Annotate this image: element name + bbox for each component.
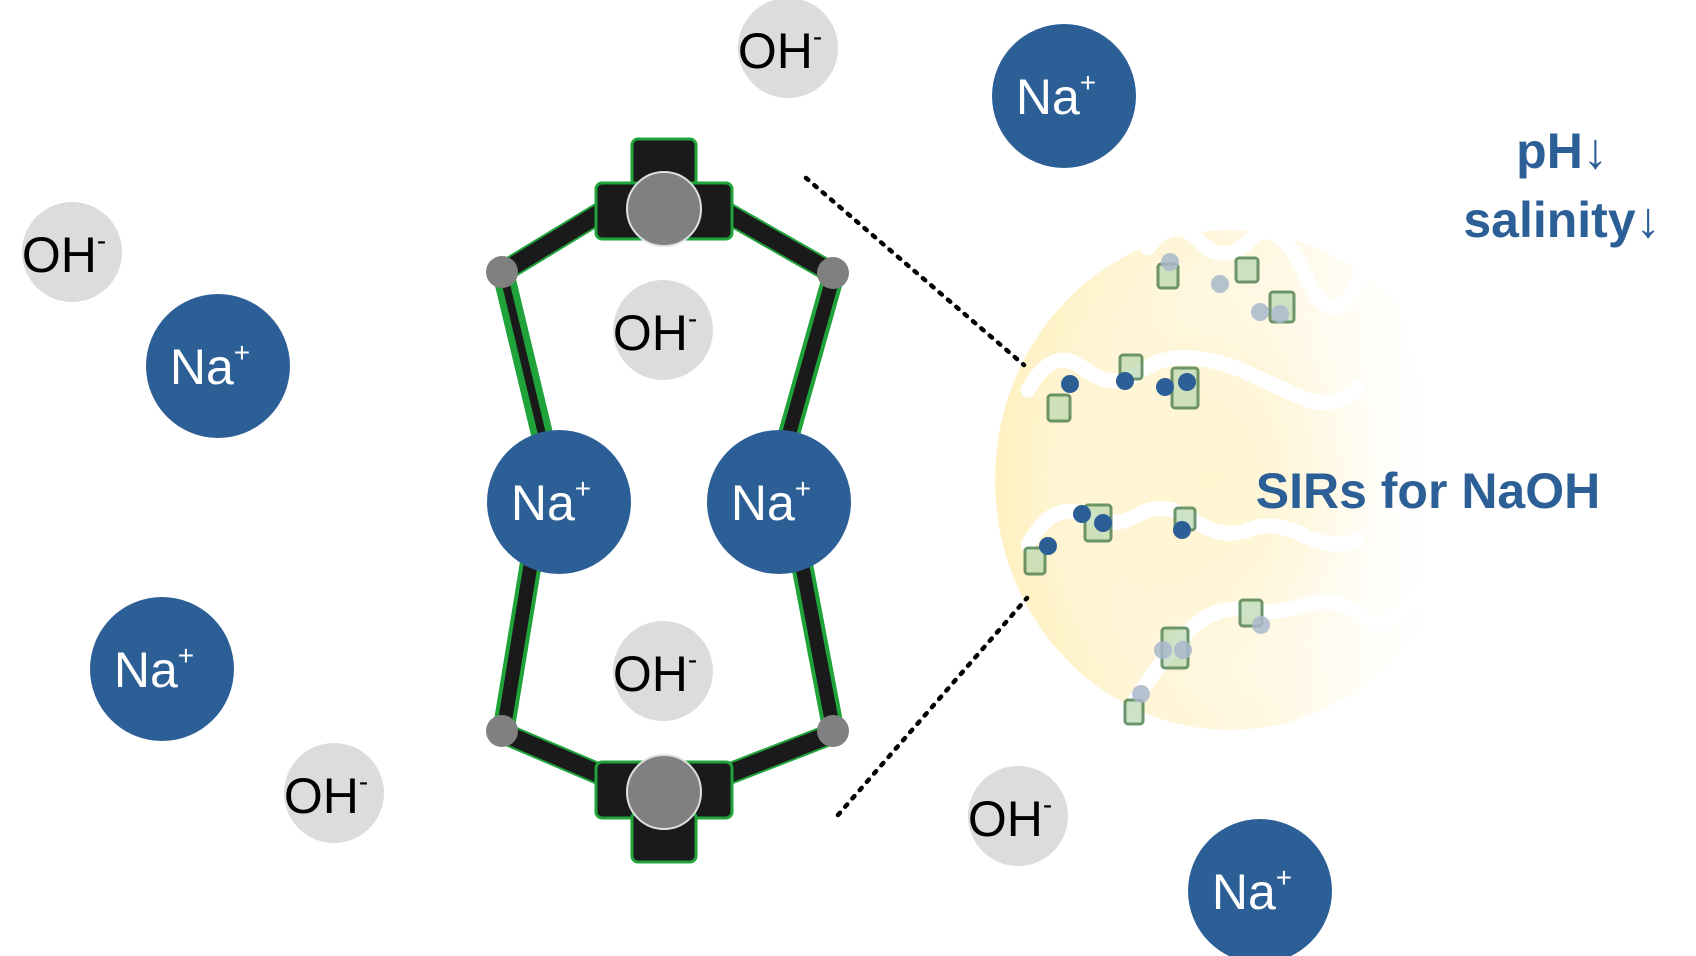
- svg-text:Na+: Na+: [114, 640, 194, 698]
- sirs-label: SIRs for NaOH: [1256, 463, 1601, 519]
- bound-sodium-ions: [1039, 372, 1196, 555]
- hydroxide-ion: OH-: [284, 743, 384, 843]
- host-top-cap: [594, 137, 734, 247]
- zoom-lines: [803, 175, 1030, 818]
- host-nodes: [486, 256, 849, 747]
- ph-label: pH↓: [1516, 123, 1608, 179]
- svg-text:OH-: OH-: [968, 789, 1052, 847]
- polymer-chain-icon: [1140, 220, 1470, 393]
- polymer-bound-hosts: [1023, 253, 1296, 726]
- hydroxide-ions: OH- OH- OH- OH- OH- OH-: [22, 0, 1068, 866]
- salinity-label: salinity↓: [1463, 192, 1660, 248]
- polymer-chain-icon: [1020, 350, 1366, 411]
- zoom-line-top: [803, 175, 1027, 368]
- svg-text:OH-: OH-: [613, 644, 697, 702]
- polymer-chains: [1020, 220, 1470, 708]
- hydroxide-ion: OH-: [613, 280, 713, 380]
- hydroxide-ion: OH-: [738, 0, 838, 98]
- svg-text:Na+: Na+: [1016, 67, 1096, 125]
- sodium-ion: Na+: [992, 24, 1136, 168]
- svg-text:Na+: Na+: [511, 473, 591, 531]
- svg-text:Na+: Na+: [731, 473, 811, 531]
- zoom-line-bottom: [835, 595, 1030, 818]
- host-bottom-cap: [594, 754, 734, 864]
- sodium-ion: Na+: [487, 430, 631, 574]
- svg-text:OH-: OH-: [284, 766, 368, 824]
- sodium-ion: Na+: [707, 430, 851, 574]
- svg-text:OH-: OH-: [738, 21, 822, 79]
- faded-sodium-ions: [1132, 253, 1289, 703]
- sodium-ion: Na+: [146, 294, 290, 438]
- hydroxide-ion: OH-: [22, 202, 122, 302]
- svg-text:OH-: OH-: [22, 225, 106, 283]
- condition-labels: pH↓ salinity↓: [1463, 123, 1660, 248]
- sodium-ion: Na+: [90, 597, 234, 741]
- hydroxide-ion: OH-: [968, 766, 1068, 866]
- sodium-ion: Na+: [1188, 819, 1332, 956]
- svg-text:Na+: Na+: [1212, 862, 1292, 920]
- svg-text:OH-: OH-: [613, 303, 697, 361]
- svg-text:Na+: Na+: [170, 337, 250, 395]
- hydroxide-ion: OH-: [613, 621, 713, 721]
- sodium-ions: Na+ Na+ Na+ Na+ Na+ Na+: [90, 24, 1332, 956]
